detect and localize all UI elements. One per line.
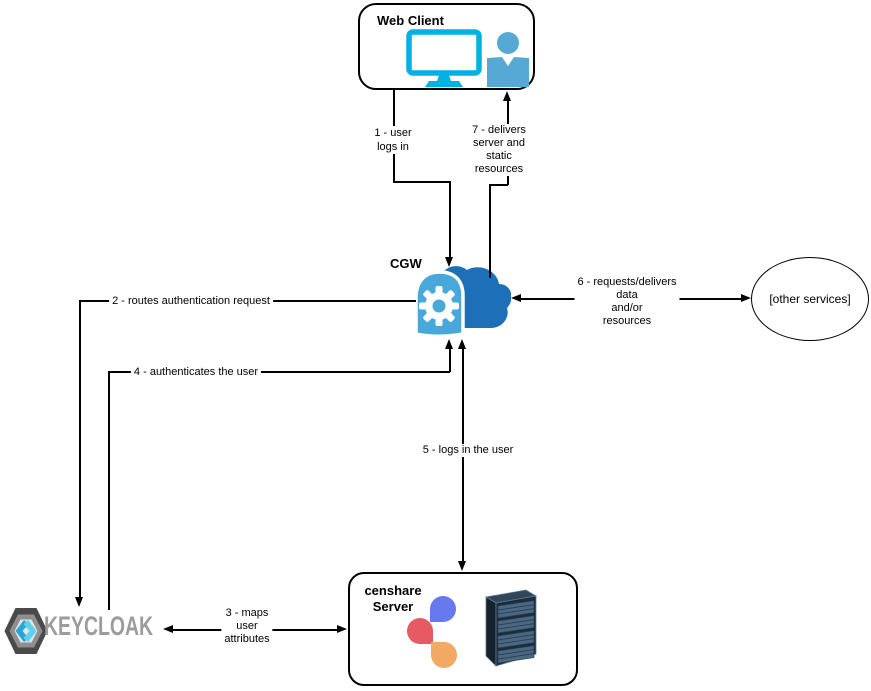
censhare-logo-orange-petal: [431, 642, 457, 668]
arrowhead-up-icon: [503, 91, 511, 101]
cgw-label: CGW: [390, 256, 422, 271]
edge-line: [489, 184, 491, 278]
web-client-title: Web Client: [377, 13, 444, 28]
edge-3-label: 3 - maps user attributes: [221, 607, 273, 646]
user-icon: [487, 32, 529, 87]
edge-line: [393, 181, 450, 183]
arrowhead-left-icon: [163, 625, 173, 633]
edge-line: [108, 371, 110, 610]
edge-line: [449, 348, 451, 372]
censhare-logo-red-petal: [407, 618, 433, 644]
keycloak-brand-text: KEYCLOAK: [44, 611, 154, 641]
arrowhead-up-icon: [445, 339, 453, 349]
arrowhead-up-icon: [458, 339, 466, 349]
edge-line: [489, 184, 508, 186]
edge-6-label: 6 - requests/delivers data and/or resour…: [574, 276, 680, 328]
other-services-node: [other services]: [751, 257, 869, 341]
arrowhead-down-icon: [445, 257, 453, 267]
cloud-gateway-icon: [414, 266, 511, 338]
edge-4-label: 4 - authenticates the user: [130, 366, 262, 379]
arrowhead-left-icon: [511, 294, 521, 302]
keycloak-logo-icon: [4, 608, 48, 654]
edge-line: [79, 300, 81, 597]
edge-7-label: 7 - delivers server and static resources: [469, 124, 529, 176]
gear-icon: [419, 286, 459, 326]
arrowhead-down-icon: [75, 597, 83, 607]
other-services-label: [other services]: [769, 292, 851, 306]
edge-2-label: 2 - routes authentication request: [109, 295, 273, 308]
edge-1-label: 1 - user logs in: [371, 126, 415, 154]
monitor-icon: [406, 29, 482, 87]
web-client-node: Web Client: [358, 3, 535, 90]
arrowhead-right-icon: [337, 625, 347, 633]
edge-line: [108, 371, 450, 373]
arrowhead-down-icon: [458, 561, 466, 571]
censhare-server-title: censhare Server: [364, 583, 422, 614]
arrowhead-right-icon: [741, 294, 751, 302]
censhare-logo-blue-petal: [430, 596, 456, 622]
censhare-server-node: censhare Server: [348, 572, 578, 686]
edge-line: [449, 181, 451, 257]
edge-5-label: 5 - logs in the user: [419, 444, 517, 457]
server-rack-icon: [484, 589, 538, 667]
